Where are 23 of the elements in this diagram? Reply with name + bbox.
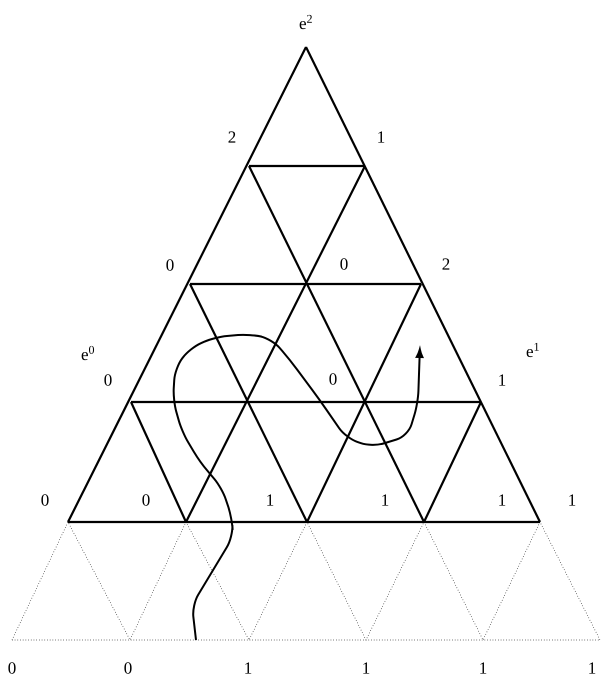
vertex-label: 1 — [589, 662, 596, 674]
vertex-label: 0 — [104, 374, 112, 386]
vertex-label: 1 — [267, 494, 274, 506]
vertex-label: 0 — [142, 494, 150, 506]
vertex-label: 0 — [166, 259, 174, 271]
vertex-label: 1 — [245, 662, 252, 674]
vertex-label: 1 — [499, 374, 506, 386]
vertex-label: e$^{0}$ — [82, 346, 94, 360]
vertex-label: 1 — [363, 662, 370, 674]
vertex-label: 1 — [378, 131, 384, 143]
vertex-label: 1 — [499, 494, 506, 506]
vertex-label: e$^{2}$ — [300, 14, 312, 30]
vertex-label: 0 — [340, 258, 348, 270]
vertex-label: e$^{1}$ — [526, 342, 539, 358]
vertex-label: 1 — [382, 494, 388, 506]
vertex-label: 0 — [124, 662, 132, 674]
vertex-label: 1 — [480, 662, 486, 674]
vertex-label: 0 — [41, 494, 49, 506]
vertex-label: 0 — [8, 662, 16, 674]
vertex-label: 2 — [442, 258, 450, 270]
vertex-label: 0 — [329, 373, 337, 385]
vertex-label: 1 — [569, 494, 576, 506]
vertex-label: 2 — [228, 131, 236, 143]
